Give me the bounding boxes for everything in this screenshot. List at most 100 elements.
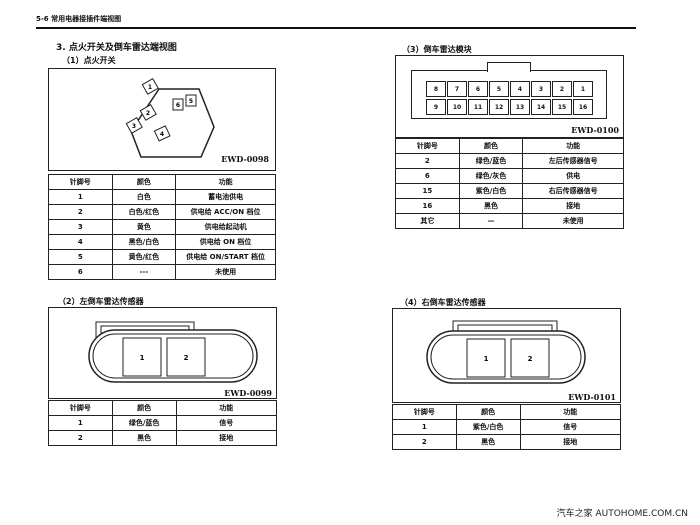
table-cell: 2 bbox=[395, 153, 460, 169]
column-header: 针脚号 bbox=[392, 404, 457, 420]
ignition-pin-label: 4 bbox=[160, 131, 164, 138]
table-cell: 黄色/红色 bbox=[111, 249, 177, 265]
table-cell: 左后传感器信号 bbox=[522, 153, 624, 169]
radar-pin: 14 bbox=[531, 99, 551, 115]
table-cell: 信号 bbox=[175, 415, 278, 431]
table-cell: 15 bbox=[395, 183, 460, 199]
table-cell: 4 bbox=[48, 234, 113, 250]
table-cell: 紫色/白色 bbox=[458, 183, 524, 199]
table-cell: 供电给 ACC/ON 档位 bbox=[175, 204, 276, 220]
ignition-subtitle: （1）点火开关 bbox=[62, 56, 116, 65]
radar-pin: 4 bbox=[510, 81, 530, 97]
ignition-diagram-box: 1 2 3 4 5 6 EWD-0098 bbox=[48, 68, 276, 171]
section-title: 3. 点火开关及倒车雷达端视图 bbox=[56, 43, 177, 53]
table-cell: 供电给起动机 bbox=[175, 219, 276, 235]
left-sensor-connector-diagram: 1 2 bbox=[88, 321, 258, 383]
table-cell: 1 bbox=[392, 419, 457, 435]
column-header: 针脚号 bbox=[48, 174, 113, 190]
table-cell: 2 bbox=[392, 434, 457, 450]
column-header: 功能 bbox=[519, 404, 622, 420]
watermark: 汽车之家 AUTOHOME.COM.CN bbox=[556, 509, 688, 519]
radar-pin: 10 bbox=[447, 99, 467, 115]
left-sensor-subtitle: （2）左倒车雷达传感器 bbox=[58, 297, 144, 306]
ignition-pin-4: 4 bbox=[153, 125, 171, 142]
table-cell: 1 bbox=[48, 189, 113, 205]
table-cell: 2 bbox=[48, 204, 113, 220]
table-cell: 1 bbox=[48, 415, 113, 431]
right-sensor-connector-diagram: 1 2 bbox=[426, 320, 586, 384]
header-rule bbox=[36, 27, 636, 29]
ignition-pin-label: 5 bbox=[189, 98, 193, 105]
left-sensor-pin-1 bbox=[122, 337, 162, 377]
radar-module-subtitle: （3）倒车雷达模块 bbox=[402, 45, 472, 54]
left-sensor-code: EWD-0099 bbox=[224, 388, 272, 398]
table-cell: 绿色/蓝色 bbox=[111, 415, 177, 431]
ignition-pin-3: 3 bbox=[125, 116, 143, 134]
table-cell: 绿色/灰色 bbox=[458, 168, 524, 184]
left-sensor-pin-2 bbox=[166, 337, 206, 377]
radar-pin: 12 bbox=[489, 99, 509, 115]
table-row: 其它—未使用 bbox=[395, 213, 624, 229]
ignition-pin-5: 5 bbox=[185, 94, 197, 107]
right-sensor-diagram-box: 1 2 EWD-0101 bbox=[392, 308, 621, 403]
radar-pin: 2 bbox=[552, 81, 572, 97]
ignition-pin-6: 6 bbox=[172, 98, 184, 111]
right-sensor-pin-label: 1 bbox=[484, 355, 489, 363]
radar-module-latch bbox=[487, 62, 531, 72]
table-cell: 其它 bbox=[395, 213, 460, 229]
ignition-pin-1: 1 bbox=[141, 77, 159, 95]
radar-pin: 8 bbox=[426, 81, 446, 97]
left-sensor-pin-label: 2 bbox=[184, 354, 189, 362]
right-sensor-code: EWD-0101 bbox=[568, 392, 616, 402]
radar-pin: 9 bbox=[426, 99, 446, 115]
radar-pin: 7 bbox=[447, 81, 467, 97]
right-sensor-housing bbox=[426, 330, 586, 384]
table-cell: 6 bbox=[395, 168, 460, 184]
column-header: 颜色 bbox=[458, 138, 524, 154]
table-cell: 绿色/蓝色 bbox=[458, 153, 524, 169]
table-cell: 白色/红色 bbox=[111, 204, 177, 220]
radar-pin: 15 bbox=[552, 99, 572, 115]
radar-pin: 13 bbox=[510, 99, 530, 115]
ignition-pin-2: 2 bbox=[139, 103, 157, 121]
table-cell: 接地 bbox=[175, 430, 278, 446]
radar-pin: 3 bbox=[531, 81, 551, 97]
table-cell: 5 bbox=[48, 249, 113, 265]
column-header: 颜色 bbox=[111, 400, 177, 416]
left-sensor-diagram-box: 1 2 EWD-0099 bbox=[48, 307, 277, 399]
table-header-row: 针脚号 颜色 功能 bbox=[48, 400, 278, 416]
column-header: 功能 bbox=[175, 174, 276, 190]
table-cell: 黑色/白色 bbox=[111, 234, 177, 250]
column-header: 颜色 bbox=[455, 404, 521, 420]
table-cell: 信号 bbox=[519, 419, 622, 435]
right-sensor-pin-1 bbox=[466, 338, 506, 378]
table-cell: 供电给 ON 档位 bbox=[175, 234, 276, 250]
radar-pin: 1 bbox=[573, 81, 593, 97]
table-header-row: 针脚号 颜色 功能 bbox=[48, 174, 276, 190]
page-header: 5-6 常用电器接插件端视图 bbox=[36, 15, 122, 23]
radar-pin: 6 bbox=[468, 81, 488, 97]
ignition-switch-diagram: 1 2 3 4 5 6 bbox=[125, 77, 215, 158]
table-cell: 3 bbox=[48, 219, 113, 235]
table-cell: 未使用 bbox=[522, 213, 624, 229]
radar-module-code: EWD-0100 bbox=[571, 125, 619, 135]
table-cell: 右后传感器信号 bbox=[522, 183, 624, 199]
ignition-pin-label: 1 bbox=[148, 84, 152, 91]
radar-pin: 16 bbox=[573, 99, 593, 115]
table-cell: 黑色 bbox=[455, 434, 521, 450]
